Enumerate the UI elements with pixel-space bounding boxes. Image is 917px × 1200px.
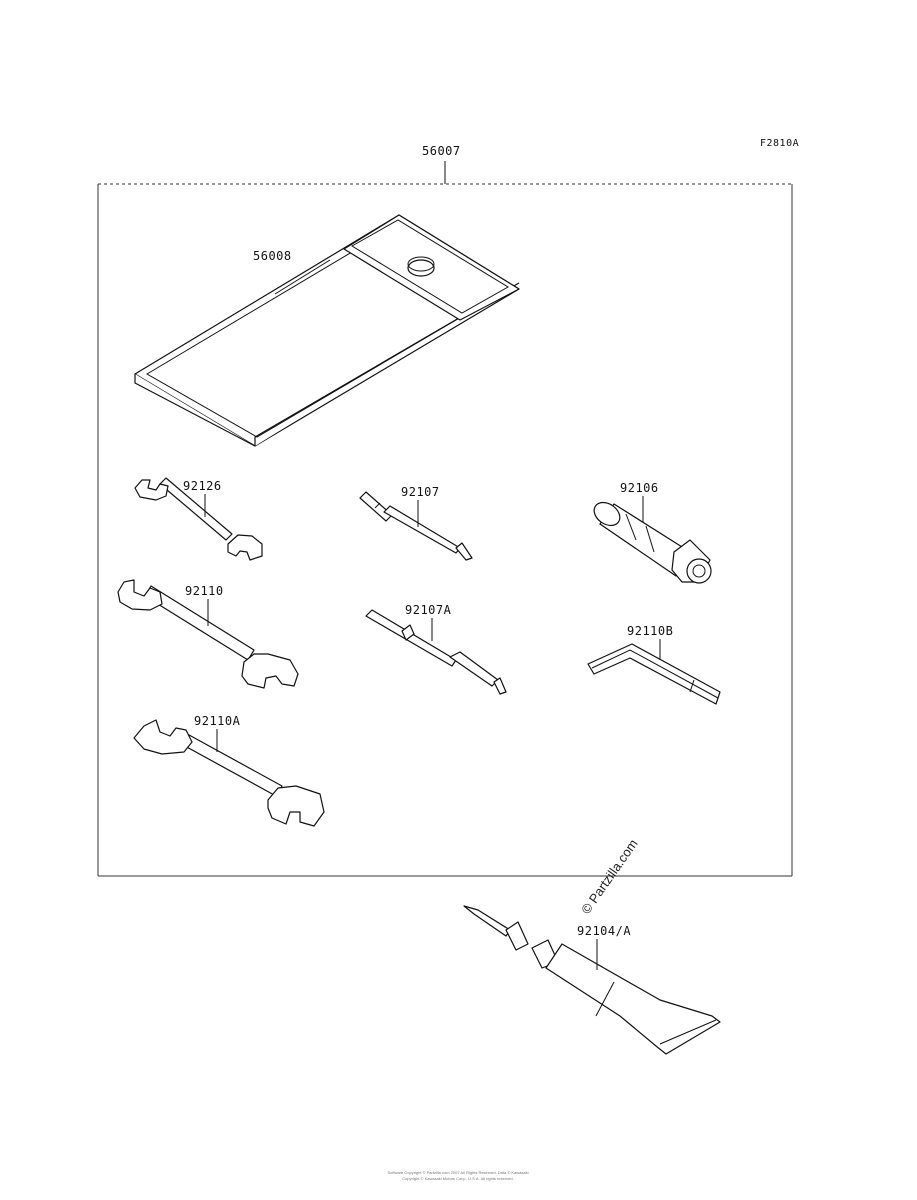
part-label-92110A[interactable]: 92110A bbox=[194, 714, 241, 728]
part-label-92126[interactable]: 92126 bbox=[183, 479, 222, 493]
callout-92126[interactable]: 92126 bbox=[183, 479, 222, 517]
callout-92110[interactable]: 92110 bbox=[185, 584, 224, 626]
callout-92110A[interactable]: 92110A bbox=[194, 714, 241, 752]
assembly-frame bbox=[97, 183, 793, 877]
callout-92106[interactable]: 92106 bbox=[620, 481, 659, 522]
leader-line-56008 bbox=[274, 259, 331, 295]
footer-copyright-line-2: Copyright © Kawasaki Motors Corp., U.S.A… bbox=[402, 1176, 513, 1181]
callout-92107A[interactable]: 92107A bbox=[405, 603, 452, 641]
watermark: © Partzilla.com bbox=[578, 836, 641, 916]
part-label-92107A[interactable]: 92107A bbox=[405, 603, 452, 617]
part-label-92104A[interactable]: 92104/A bbox=[577, 924, 631, 938]
wrench-92110[interactable] bbox=[117, 579, 299, 689]
callout-92107[interactable]: 92107 bbox=[401, 485, 440, 527]
footer-copyright-line-1: Software Copyright © Partzilla.com 2007 … bbox=[387, 1170, 528, 1175]
part-label-56007[interactable]: 56007 bbox=[422, 144, 461, 158]
figure-code: F2810A bbox=[760, 138, 799, 149]
grease-tube-92104A[interactable] bbox=[463, 905, 721, 1055]
socket-92106[interactable] bbox=[590, 498, 712, 584]
tool-bag-56008[interactable] bbox=[134, 214, 520, 447]
callout-92110B[interactable]: 92110B bbox=[627, 624, 673, 660]
screwdriver-92107[interactable] bbox=[359, 491, 473, 561]
screwdriver-92107A[interactable] bbox=[365, 609, 507, 695]
wrench-92110A[interactable] bbox=[133, 719, 325, 827]
part-label-92110B[interactable]: 92110B bbox=[627, 624, 673, 638]
wrench-92126[interactable] bbox=[134, 477, 263, 561]
part-label-92106[interactable]: 92106 bbox=[620, 481, 659, 495]
callout-92104A[interactable]: 92104/A bbox=[577, 924, 631, 970]
part-label-92110[interactable]: 92110 bbox=[185, 584, 224, 598]
part-label-92107[interactable]: 92107 bbox=[401, 485, 440, 499]
callout-56007[interactable]: 56007 bbox=[422, 144, 461, 184]
hex-key-92110B[interactable] bbox=[587, 643, 721, 705]
part-label-56008[interactable]: 56008 bbox=[253, 249, 292, 263]
callout-56008[interactable]: 56008 bbox=[253, 249, 331, 295]
